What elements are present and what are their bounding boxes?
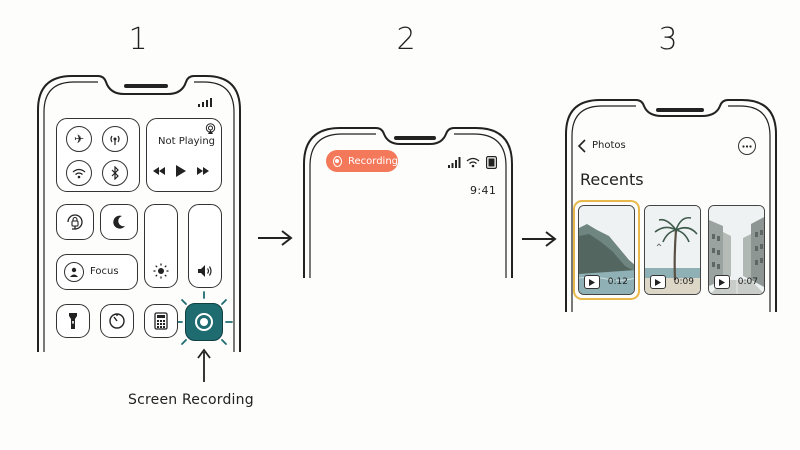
- now-playing-tile[interactable]: [146, 118, 222, 192]
- signal-icon: [447, 156, 461, 168]
- rotation-lock-tile[interactable]: [56, 204, 94, 240]
- recording-pill[interactable]: Recording: [326, 150, 398, 172]
- play-icon[interactable]: [174, 163, 188, 179]
- wifi-icon[interactable]: [66, 160, 92, 186]
- play-icon: [714, 275, 730, 289]
- recording-label: Recording: [347, 155, 398, 167]
- video-thumbnail[interactable]: 0:07: [708, 205, 765, 295]
- arrow-2-to-3: [522, 231, 557, 247]
- video-duration: 0:07: [737, 277, 758, 287]
- video-thumbnail-selected-frame: [573, 200, 640, 300]
- calculator-icon: [144, 304, 178, 338]
- step-number-3: 3: [658, 22, 678, 57]
- focus-label: Focus: [90, 266, 119, 277]
- cellular-icon[interactable]: [102, 126, 128, 152]
- timer-icon: [100, 304, 134, 338]
- do-not-disturb-tile[interactable]: [100, 204, 138, 240]
- record-icon: [195, 313, 213, 331]
- battery-icon: [485, 155, 497, 169]
- flashlight-tile[interactable]: [56, 304, 90, 338]
- screen-recording-callout: Screen Recording: [128, 392, 254, 408]
- more-options-icon[interactable]: [738, 137, 756, 155]
- phone-3-outline: [565, 99, 777, 312]
- video-thumbnail[interactable]: 0:09: [644, 205, 701, 295]
- moon-icon: [105, 208, 133, 236]
- phone-1-outline: [37, 75, 241, 352]
- fast-forward-icon[interactable]: [196, 165, 210, 177]
- airplay-icon[interactable]: [204, 122, 216, 134]
- step-number-1: 1: [128, 22, 148, 57]
- chevron-left-icon[interactable]: [576, 138, 588, 154]
- play-icon: [584, 275, 600, 289]
- recents-title: Recents: [580, 170, 644, 189]
- step-number-2: 2: [396, 22, 416, 57]
- flashlight-icon: [56, 304, 90, 338]
- play-icon: [650, 275, 666, 289]
- callout-arrow: [197, 348, 211, 382]
- now-playing-label: Not Playing: [158, 136, 216, 147]
- phone-2-outline: [303, 127, 513, 278]
- video-duration: 0:09: [673, 277, 694, 287]
- video-duration: 0:12: [607, 277, 628, 287]
- airplane-mode-icon[interactable]: ✈: [66, 126, 92, 152]
- speaker-icon: [196, 262, 214, 280]
- rotation-lock-icon: [61, 208, 89, 236]
- status-time: 9:41: [470, 184, 497, 197]
- brightness-icon: [152, 262, 170, 280]
- person-icon: [64, 262, 84, 282]
- wifi-status-icon: [466, 156, 480, 168]
- bluetooth-icon[interactable]: [102, 160, 128, 186]
- phone-1-signal-icon: [198, 98, 212, 107]
- arrow-1-to-2: [258, 230, 293, 246]
- rewind-icon[interactable]: [152, 165, 166, 177]
- screen-recording-button[interactable]: [185, 303, 223, 341]
- back-label[interactable]: Photos: [592, 140, 626, 151]
- video-thumbnail[interactable]: 0:12: [578, 205, 635, 295]
- record-dot-icon: [333, 155, 342, 167]
